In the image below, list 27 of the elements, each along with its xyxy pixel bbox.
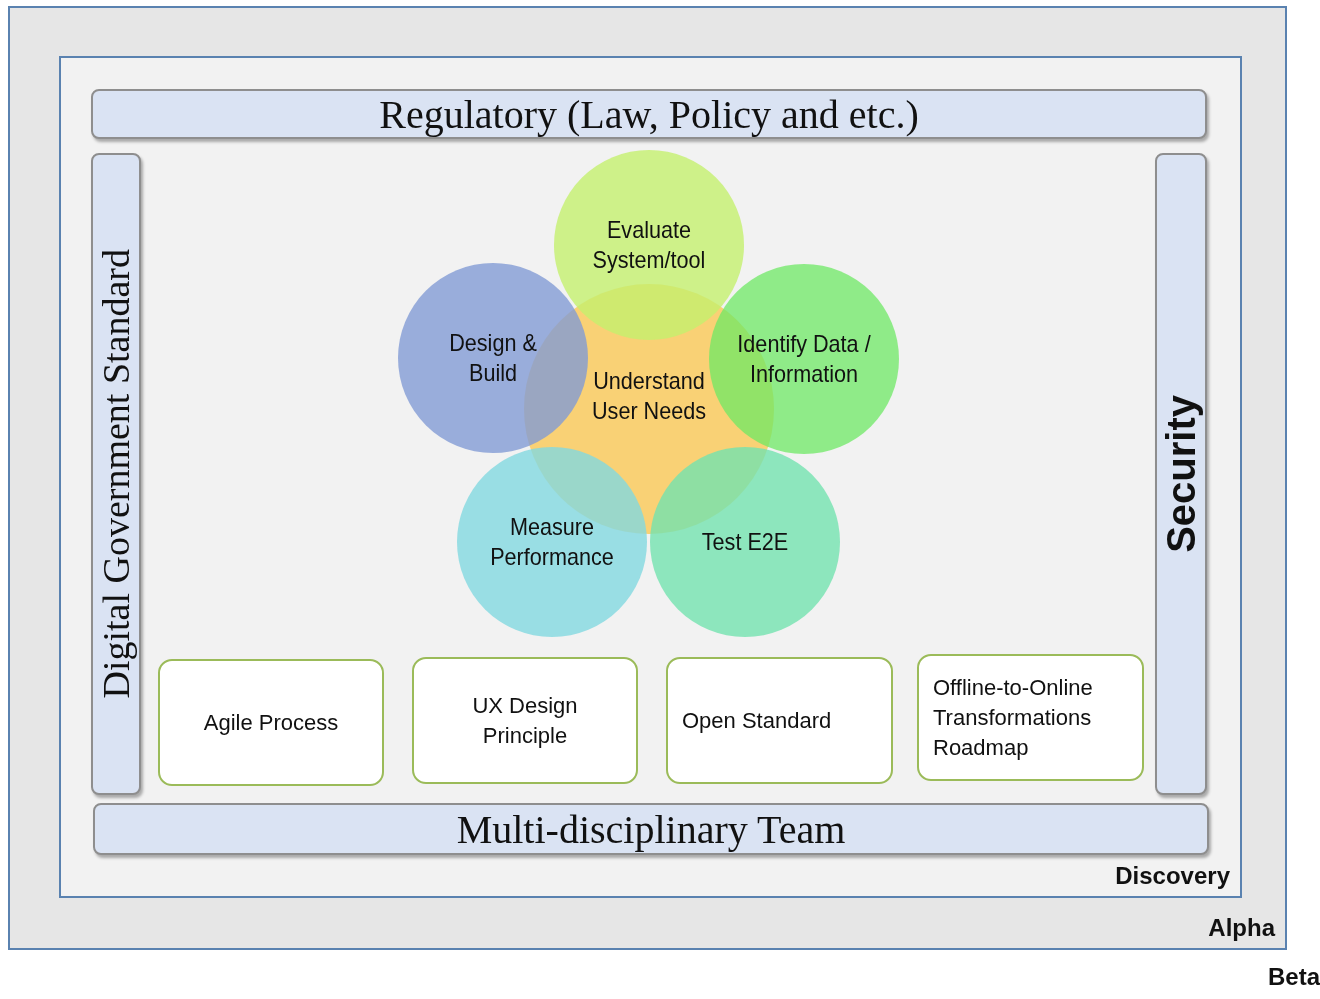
stage-label: Beta	[1267, 963, 1320, 991]
circle-label: Measure Performance	[489, 512, 615, 572]
circle-label: Design & Build	[448, 328, 538, 388]
principle-card	[666, 657, 893, 784]
circle-label: Understand User Needs	[591, 366, 707, 426]
heading-band	[1155, 153, 1207, 795]
stage-label: Discovery	[1115, 862, 1230, 890]
card-text: Open Standard	[682, 706, 832, 735]
stage-label: Alpha	[1208, 914, 1275, 942]
band-title: Security	[1158, 395, 1204, 553]
band-title: Digital Government Standard	[94, 249, 138, 699]
principle-card	[412, 657, 638, 784]
heading-band	[91, 153, 141, 795]
band-title: Regulatory (Law, Policy and etc.)	[379, 90, 919, 138]
circle-label: Identify Data / Information	[736, 329, 872, 389]
heading-band	[91, 89, 1207, 139]
principle-card	[917, 654, 1144, 781]
band-title: Multi-disciplinary Team	[456, 805, 846, 853]
principle-card	[158, 659, 384, 786]
card-text: Agile Process	[203, 708, 339, 737]
heading-band	[93, 803, 1209, 855]
stage-frame	[8, 6, 1287, 950]
stage-frame	[59, 56, 1242, 898]
card-text: UX Design Principle	[471, 691, 579, 750]
circle-label: Test E2E	[701, 527, 789, 557]
card-text: Offline-to-Online Transformations Roadmap	[933, 673, 1094, 762]
circle-label: Evaluate System/tool	[591, 215, 707, 275]
